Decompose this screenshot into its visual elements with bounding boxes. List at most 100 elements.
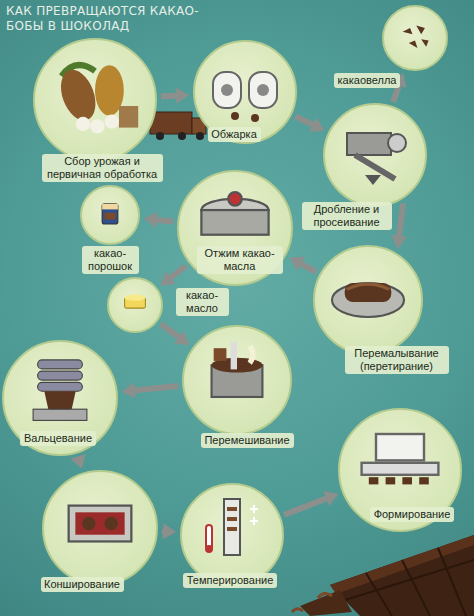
arrow-head <box>391 235 407 249</box>
drawing-part <box>102 204 118 224</box>
drawing-part <box>403 26 429 48</box>
drawing-part <box>221 84 233 96</box>
drawing-part <box>402 560 430 616</box>
drawing-part <box>345 560 474 600</box>
process-circle: Перемешивание <box>182 325 292 435</box>
drawing-part <box>150 112 192 134</box>
process-circle: Конширование <box>42 470 158 586</box>
arrow-head <box>70 454 85 469</box>
drawing-part <box>227 517 237 521</box>
arrow-shaft <box>284 498 328 515</box>
drawing-part <box>362 463 439 475</box>
process-circle: Темперирование <box>180 483 284 587</box>
drawing-part <box>347 133 391 155</box>
process-icon <box>182 485 282 585</box>
process-icon <box>82 187 138 243</box>
process-circle: какао-порошок <box>80 185 140 245</box>
arrow-head <box>144 212 158 228</box>
drawing-part <box>38 382 83 391</box>
arrow-shaft <box>161 324 181 339</box>
process-circle: Сбор урожая и первичная обработка <box>33 38 157 162</box>
process-icon <box>315 247 421 353</box>
drawing-part <box>369 477 379 484</box>
drawing-part <box>90 119 104 133</box>
drawing-part <box>76 117 90 131</box>
process-icon <box>109 279 161 331</box>
drawing-part <box>201 210 268 235</box>
diagram-title: КАК ПРЕВРАЩАЮТСЯ КАКАО-БОБЫ В ШОКОЛАД <box>6 4 211 34</box>
arrow-head <box>290 257 305 271</box>
truck <box>150 112 206 140</box>
drawing-part <box>104 517 117 530</box>
step-label: Перемешивание <box>201 433 294 448</box>
arrow-head <box>323 491 338 506</box>
arrow-head <box>163 523 176 539</box>
drawing-part <box>69 506 132 542</box>
drawing-part <box>231 342 237 370</box>
step-label: Конширование <box>41 577 124 592</box>
step-label: какаовелла <box>334 73 400 88</box>
drawing-part <box>214 348 227 361</box>
process-icon <box>44 472 156 584</box>
drawing-part <box>231 112 239 120</box>
step-label: Дробление и просеивание <box>302 202 392 230</box>
drawing-part <box>365 175 381 185</box>
drawing-part <box>55 65 102 125</box>
process-circle: Формирование <box>338 408 462 532</box>
process-icon <box>384 7 446 69</box>
step-label: Перемалывание (перетирание) <box>345 346 449 374</box>
flow-arrow <box>161 88 189 104</box>
drawing-part <box>250 505 258 525</box>
step-label: Вальцевание <box>20 431 96 446</box>
drawing-part <box>44 391 75 411</box>
drawing-part <box>82 517 95 530</box>
flow-arrow <box>160 266 186 286</box>
drawing-part <box>104 213 115 220</box>
arrow-head <box>160 271 175 285</box>
drawing-part <box>75 512 124 534</box>
arrow-shaft <box>133 386 179 391</box>
drawing-part <box>227 507 237 511</box>
drawing-part <box>196 132 204 140</box>
drawing-part <box>33 409 87 420</box>
process-icon <box>35 40 155 160</box>
drawing-part <box>376 434 424 460</box>
drawing-part <box>386 477 396 484</box>
drawing-part <box>250 346 253 363</box>
arrow-shaft <box>169 266 186 279</box>
chocolate-bar <box>292 535 474 616</box>
drawing-part <box>228 192 241 205</box>
drawing-part <box>347 284 389 289</box>
step-label: Темперирование <box>183 573 277 588</box>
drawing-part <box>125 295 146 301</box>
drawing-part <box>105 114 119 128</box>
step-label: какао-масло <box>176 288 229 316</box>
process-circle: Вальцевание <box>2 340 118 456</box>
drawing-part <box>178 132 186 140</box>
step-label: Отжим какао-масла <box>197 246 283 274</box>
arrow-head <box>174 331 189 345</box>
drawing-part <box>318 593 332 598</box>
drawing-part <box>251 114 259 122</box>
flow-arrow <box>295 116 324 132</box>
arrow-head <box>176 88 189 104</box>
step-label: Формирование <box>370 507 454 522</box>
drawing-part <box>38 360 83 369</box>
arrow-head <box>309 118 324 132</box>
arrow-shaft <box>299 263 316 272</box>
flow-arrow <box>122 382 179 398</box>
drawing-part <box>38 371 83 380</box>
step-label: Сбор урожая и первичная обработка <box>42 154 163 182</box>
arrow-shaft <box>155 220 174 222</box>
drawing-part <box>438 548 466 616</box>
process-circle: какао-масло <box>107 277 163 333</box>
arrow-shaft <box>161 93 178 100</box>
arrow-shaft <box>399 203 403 237</box>
process-circle: Перемалывание (перетирание) <box>313 245 423 355</box>
flow-arrow <box>284 491 338 515</box>
drawing-part <box>402 477 412 484</box>
drawing-part <box>205 545 213 553</box>
drawing-part <box>345 283 392 302</box>
flow-arrow <box>161 324 190 345</box>
